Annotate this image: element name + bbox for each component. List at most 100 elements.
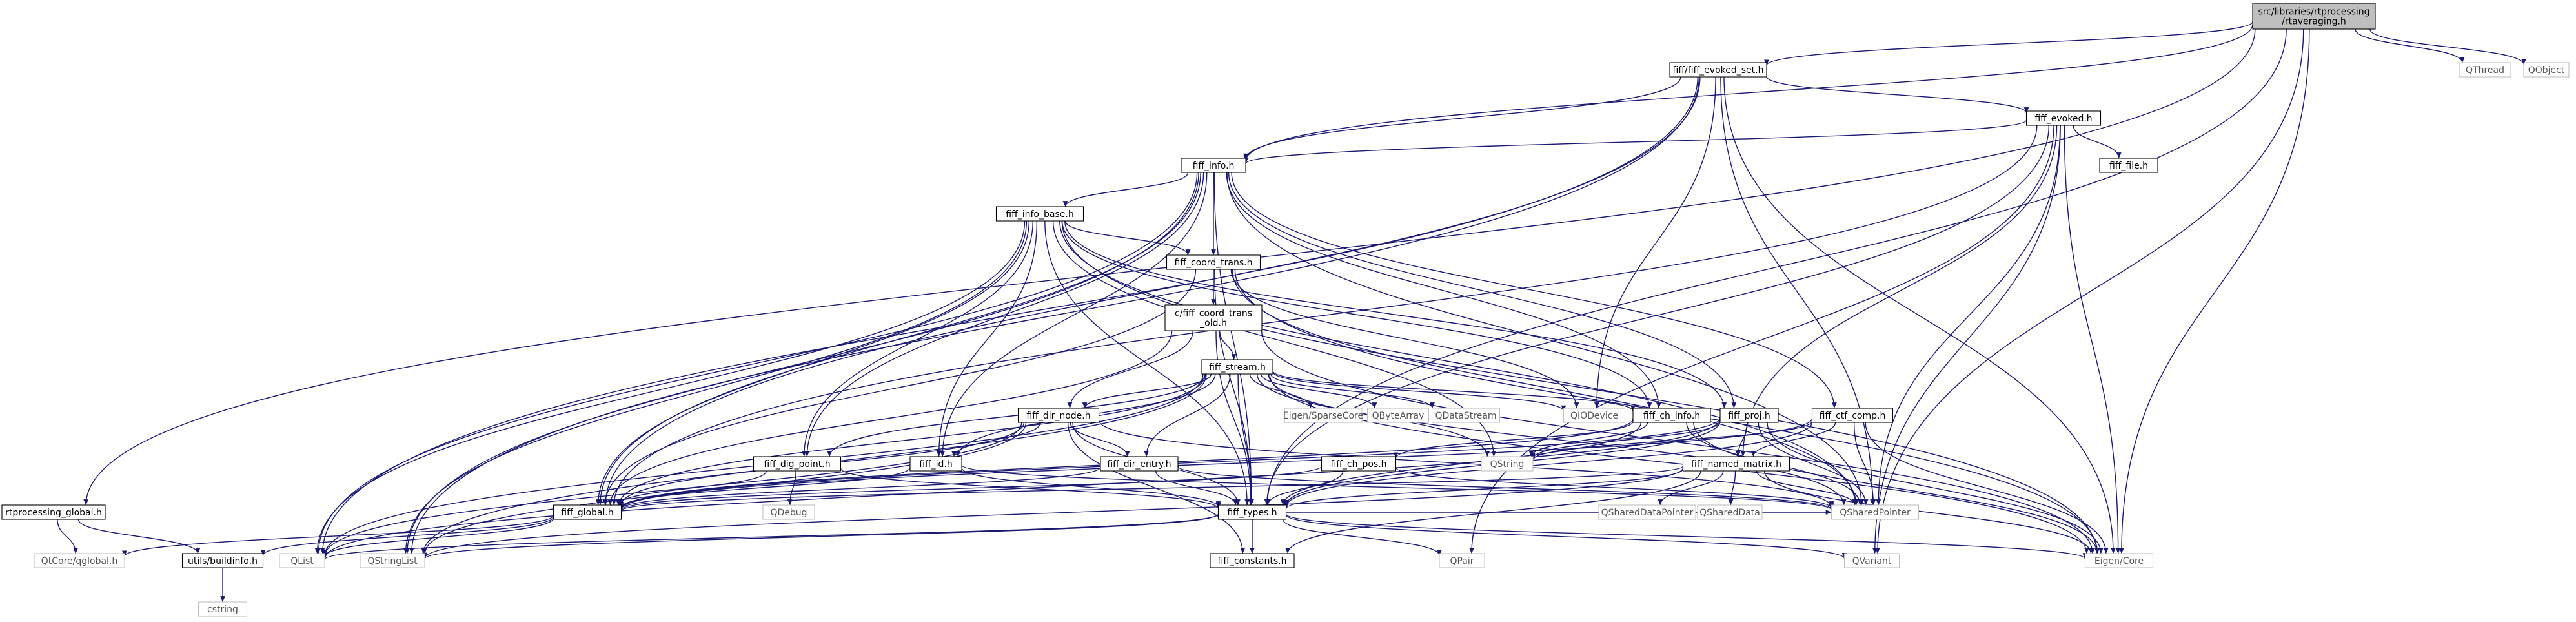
edge-finfob-to-fchinfo [1061,220,1652,409]
node-box-fproj [1719,408,1779,423]
edge-fes-to-qlist [319,76,1698,554]
edge-finfob-to-fproj [1064,220,1727,409]
edge-finfo-to-fproj [1228,172,1737,409]
node-box-fdirnode [1017,408,1100,423]
node-qdstream[interactable]: QDataStream [1431,408,1501,423]
edge-fproj-to-qsp [1758,422,1869,506]
edge-fev-to-ftypes [1264,125,2050,506]
node-qbyte[interactable]: QByteArray [1366,408,1430,423]
edge-fchpos-to-ftypes [1265,470,1344,506]
node-label-fstream: fiff_stream.h [1209,362,1266,373]
node-qlist[interactable]: QList [279,553,325,568]
node-box-cfct [1164,304,1263,331]
node-fid[interactable]: fiff_id.h [909,456,962,472]
node-label-fct: fiff_coord_trans.h [1174,258,1252,268]
node-box-ffile [2099,158,2158,173]
dependency-edges [57,21,2526,602]
node-fct[interactable]: fiff_coord_trans.h [1166,254,1261,270]
node-fchinfo[interactable]: fiff_ch_info.h [1632,408,1711,423]
node-label-root: src/libraries/rtprocessing [2258,7,2369,17]
node-fchpos[interactable]: fiff_ch_pos.h [1321,456,1397,472]
node-qpair[interactable]: QPair [1439,553,1485,568]
node-box-fctf [1811,408,1894,423]
edge-fid-to-qsp [961,464,1834,511]
node-qdebug[interactable]: QDebug [762,504,815,520]
node-box-buildinfo [181,553,264,568]
node-fnm[interactable]: fiff_named_matrix.h [1682,456,1790,472]
edge-root-to-eigen [2119,28,2310,554]
edge-fdirnode-to-qlist [322,422,1022,557]
node-label-qlist: QList [290,556,314,566]
node-label-qdstream: QDataStream [1435,411,1496,421]
node-qobject[interactable]: QObject [2523,62,2570,78]
node-box-qdstream [1431,408,1501,423]
edge-finfo-to-qlist [316,172,1198,554]
edge-root-to-fes [1764,21,2253,66]
node-box-fid [909,456,962,472]
node-label-qdebug: QDebug [770,508,807,518]
node-finfob[interactable]: fiff_info_base.h [995,206,1084,222]
edge-root-to-finfo [1243,24,2253,161]
node-sparse[interactable]: Eigen/SparseCore [1283,408,1363,423]
node-box-fchpos [1321,456,1397,472]
node-fes[interactable]: fiff/fiff_evoked_set.h [1669,62,1767,78]
node-label-sparse: Eigen/SparseCore [1283,411,1363,421]
edge-fnm-to-qsd [1728,470,1736,506]
node-cstring[interactable]: cstring [198,601,248,617]
node-qsl[interactable]: QStringList [360,553,425,568]
node-label-buildinfo: utils/buildinfo.h [188,556,258,566]
node-qvariant[interactable]: QVariant [1843,553,1900,568]
node-box-qtcore [34,553,125,568]
node-qthread[interactable]: QThread [2459,62,2511,78]
node-root[interactable]: src/libraries/rtprocessing/rtaveraging.h [2252,3,2376,30]
edge-rtpg-to-qtcore [57,519,79,554]
node-label-ffile: fiff_file.h [2109,161,2148,171]
edge-fev-to-ffile [2073,125,2122,159]
edge-ftypes-to-qsl [422,513,1219,559]
node-label-qsl: QStringList [367,556,418,566]
node-box-qstring [1481,456,1534,472]
node-qstring[interactable]: QString [1481,456,1534,472]
node-fctf[interactable]: fiff_ctf_comp.h [1811,408,1894,423]
edge-fstream-to-fchinfo [1272,370,1636,411]
edge-finfo-to-ftypes [1213,172,1254,506]
node-label-fev: fiff_evoked.h [2034,114,2092,124]
edge-fdigpt-to-qdebug [787,470,796,506]
node-label-cfct: _old.h [1199,318,1227,329]
node-box-finfob [995,206,1084,222]
node-fconst[interactable]: fiff_constants.h [1210,553,1295,568]
node-qsp[interactable]: QSharedPointer [1831,504,1920,520]
node-fproj[interactable]: fiff_proj.h [1719,408,1779,423]
node-rtpg[interactable]: rtprocessing_global.h [1,504,106,520]
node-label-qtcore: QtCore/qglobal.h [41,556,118,566]
node-fev[interactable]: fiff_evoked.h [2025,110,2102,126]
node-label-rtpg: rtprocessing_global.h [5,508,102,518]
node-ftypes[interactable]: fiff_types.h [1217,504,1287,520]
node-fdirent[interactable]: fiff_dir_entry.h [1100,456,1179,472]
node-buildinfo[interactable]: utils/buildinfo.h [181,553,264,568]
node-label-root: /rtaveraging.h [2282,17,2346,27]
node-fstream[interactable]: fiff_stream.h [1201,359,1273,375]
node-ffile[interactable]: fiff_file.h [2099,158,2158,173]
node-qtcore[interactable]: QtCore/qglobal.h [34,553,125,568]
node-box-qpair [1439,553,1485,568]
edge-fes-to-qiodev [1594,76,1716,409]
edge-finfob-to-ftypes [1044,220,1250,506]
edge-finfo-to-fid [940,172,1208,457]
node-qsdp[interactable]: QSharedDataPointer [1598,504,1696,520]
node-qsd[interactable]: QSharedData [1697,504,1763,520]
node-label-ftypes: fiff_types.h [1227,508,1277,518]
edge-fctf-to-fnm [1750,422,1836,457]
node-fdirnode[interactable]: fiff_dir_node.h [1017,408,1100,423]
node-fdigpt[interactable]: fiff_dig_point.h [753,456,842,472]
edge-fstream-to-qbyte [1260,373,1377,409]
edge-fev-to-qsp [1876,125,2061,506]
edge-fstream-to-qsp [1268,373,1847,506]
node-eigen[interactable]: Eigen/Core [2084,553,2154,568]
node-fglobal[interactable]: fiff_global.h [553,504,622,520]
node-qiodev[interactable]: QIODevice [1563,408,1626,423]
edge-fdirnode-to-qsl [422,422,1027,554]
node-cfct[interactable]: c/fiff_coord_trans_old.h [1164,304,1263,331]
node-finfo[interactable]: fiff_info.h [1181,158,1246,173]
